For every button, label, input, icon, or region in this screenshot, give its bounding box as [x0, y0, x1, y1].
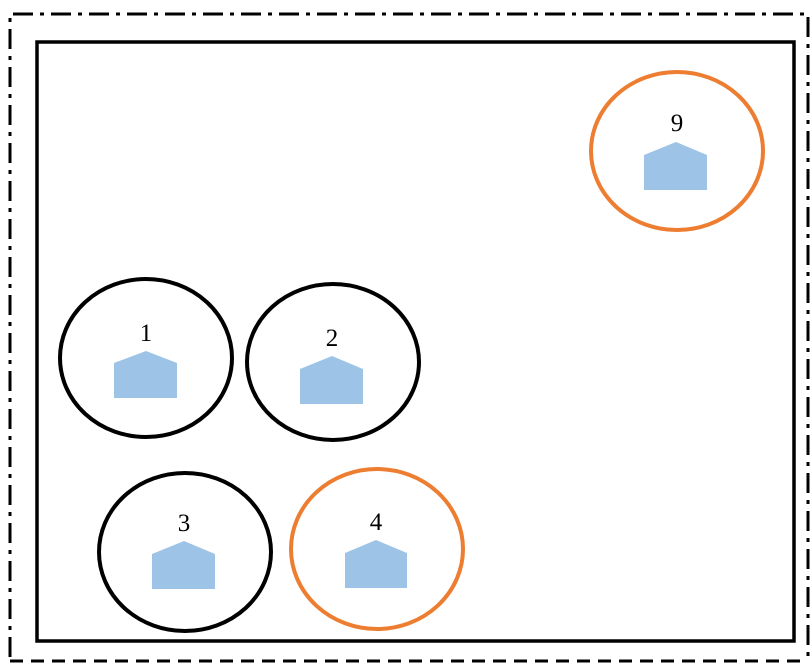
house-icon	[300, 356, 363, 404]
node-3: 3	[97, 471, 273, 633]
house-icon	[345, 540, 407, 588]
node-3-circle	[97, 471, 273, 633]
inner-area	[35, 40, 796, 643]
node-9: 9	[589, 70, 765, 232]
node-4-circle	[289, 467, 465, 631]
house-icon	[114, 351, 177, 398]
node-3-label: 3	[178, 510, 191, 537]
house-icon	[644, 142, 707, 190]
house-icon	[152, 541, 215, 589]
node-9-label: 9	[671, 110, 684, 137]
node-4-label: 4	[370, 509, 383, 536]
node-4: 4	[289, 467, 465, 631]
node-1-label: 1	[140, 320, 153, 347]
node-2-circle	[245, 282, 421, 442]
node-2: 2	[245, 282, 421, 442]
node-2-label: 2	[326, 325, 339, 352]
node-1-circle	[58, 277, 234, 439]
node-9-circle	[589, 70, 765, 232]
outer-boundary	[8, 12, 810, 657]
node-1: 1	[58, 277, 234, 439]
